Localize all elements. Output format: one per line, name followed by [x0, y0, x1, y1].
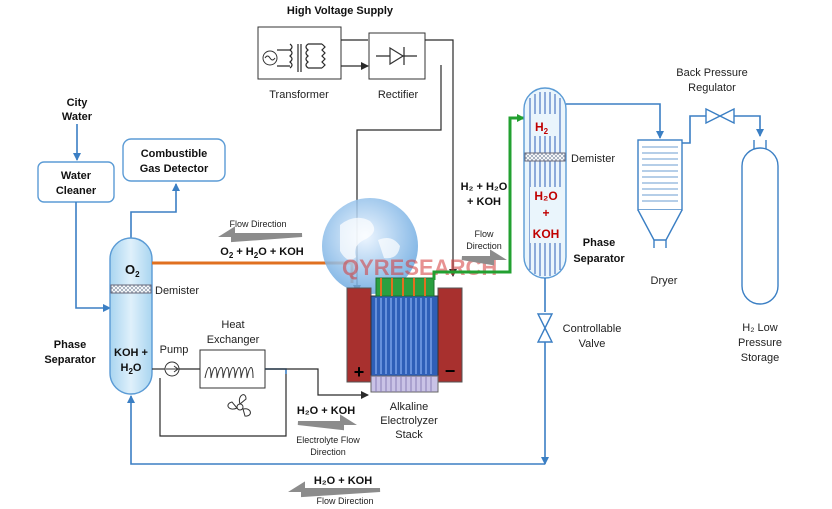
flow-top-formula: O2 + H2O + KOH — [220, 246, 304, 260]
return-line — [127, 395, 545, 465]
valve-label-line1: Controllable — [563, 323, 622, 335]
left-separator-koh-line1: KOH + — [114, 347, 148, 359]
left-separator-koh-line2: H2O — [121, 362, 142, 376]
flow-bottom-arrow — [288, 481, 381, 498]
dryer-label: Dryer — [651, 275, 678, 287]
flow-top-arrow — [218, 226, 303, 243]
flow-top-direction: Flow Direction — [229, 219, 286, 229]
stack-cell-lines — [375, 298, 432, 374]
flow-mid-arrow — [461, 249, 507, 266]
stack-minus: − — [445, 361, 456, 381]
storage-line2: Pressure — [738, 337, 782, 349]
flow-elec-arrow — [297, 414, 357, 431]
controllable-valve-icon — [536, 313, 554, 343]
heat-exchanger-box — [199, 349, 266, 389]
valve-label-line2: Valve — [579, 338, 606, 350]
transformer-label: Transformer — [269, 89, 329, 101]
stack-label-line3: Stack — [395, 429, 423, 441]
left-demister-mesh — [110, 284, 152, 294]
flow-elec-line1: Electrolyte Flow — [296, 435, 360, 445]
right-separator-h2o: H₂O — [534, 189, 557, 203]
right-demister-label: Demister — [571, 153, 615, 165]
heat-exchanger-line2: Exchanger — [207, 334, 260, 346]
left-separator-label-line1: Phase — [54, 339, 86, 351]
diode-icon — [389, 46, 405, 66]
city-water-line1: City — [67, 97, 89, 109]
stack-top-green-manifold — [375, 277, 435, 297]
left-demister-label: Demister — [155, 285, 199, 297]
left-separator-o2: O2 — [125, 262, 140, 279]
gas-detector-line2: Gas Detector — [140, 163, 209, 175]
gas-detector-line1: Combustible — [141, 148, 208, 160]
bpr-line2: Regulator — [688, 82, 736, 94]
h2-flow-line — [432, 114, 525, 280]
rectifier-label: Rectifier — [378, 89, 419, 101]
bpr-valve-icon — [705, 107, 735, 125]
storage-line3: Storage — [741, 352, 780, 364]
bpr-line1: Back Pressure — [676, 67, 748, 79]
right-separator-liquid-bg — [530, 187, 562, 243]
city-water-line2: Water — [62, 111, 93, 123]
dryer-unit — [637, 139, 683, 248]
supply-title: High Voltage Supply — [287, 5, 394, 17]
storage-line1: H₂ Low — [742, 322, 778, 334]
flow-mid-line1: Flow — [474, 229, 494, 239]
heat-exchanger-line1: Heat — [221, 319, 244, 331]
stack-cells — [370, 295, 439, 377]
h2-storage-tank — [741, 140, 779, 305]
right-separator-label-line1: Phase — [583, 237, 615, 249]
right-separator-h2-bg — [531, 114, 559, 136]
o2-flow-line — [152, 261, 354, 283]
heat-exchanger-coil — [204, 367, 254, 379]
fan-icon — [227, 394, 251, 417]
flow-mid-line2: Direction — [466, 241, 502, 251]
h2-koh-line2: + KOH — [467, 196, 501, 208]
flow-elec-line2: Direction — [310, 447, 346, 457]
flow-bottom-direction: Flow Direction — [316, 496, 373, 506]
h2-koh-line1: H₂ + H₂O — [461, 181, 508, 193]
stack-label-line2: Electrolyzer — [380, 415, 438, 427]
flow-bottom-formula: H₂O + KOH — [314, 475, 372, 487]
flow-elec-formula: H₂O + KOH — [297, 405, 355, 417]
right-separator-tubes — [529, 92, 561, 276]
left-phase-separator — [109, 237, 153, 395]
stack-plus: + — [354, 362, 365, 382]
pump-label: Pump — [160, 344, 189, 356]
stack-cathode-plate — [437, 287, 463, 383]
right-separator-h2: H2 — [535, 120, 549, 136]
water-cleaner-line1: Water — [61, 170, 92, 182]
right-separator-label-line2: Separator — [573, 253, 625, 265]
gas-detector-box — [122, 138, 226, 182]
water-cleaner-line2: Cleaner — [56, 185, 97, 197]
right-separator-koh: KOH — [533, 227, 560, 241]
right-demister-mesh — [524, 152, 566, 162]
right-separator-plus: + — [542, 206, 549, 220]
stack-label-line1: Alkaline — [390, 401, 429, 413]
left-separator-label-line2: Separator — [44, 354, 96, 366]
